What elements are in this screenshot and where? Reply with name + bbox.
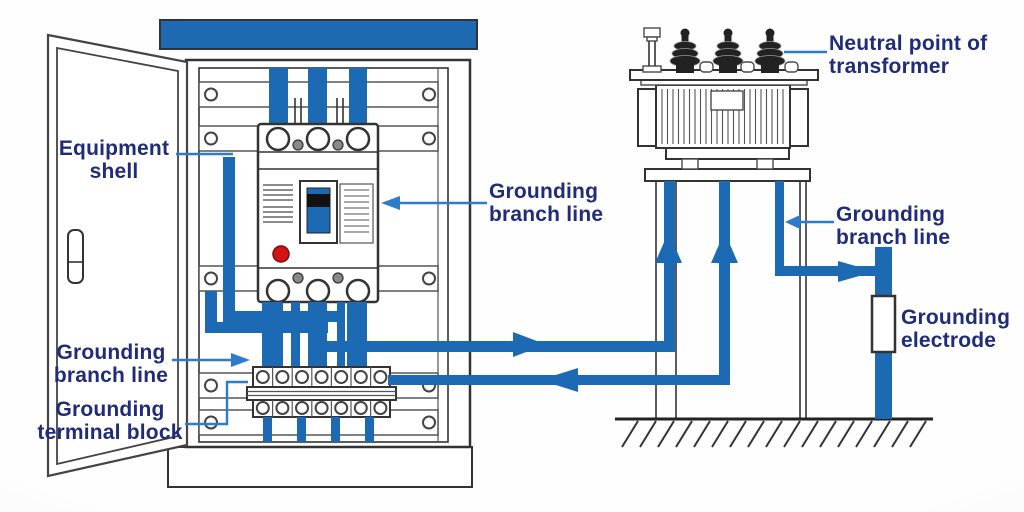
cabinet-base — [167, 446, 473, 488]
transformer-bushings — [669, 28, 786, 73]
screw-icon — [204, 271, 218, 286]
breaker-terminal — [265, 278, 291, 304]
callout-arrow-icon — [381, 196, 400, 210]
callout-arrow-icon — [231, 353, 250, 367]
screw-icon — [422, 271, 436, 286]
flow-arrow-left-icon — [540, 368, 578, 392]
radiator-left — [637, 88, 657, 147]
flow-arrow-up-icon — [655, 232, 682, 263]
circuit-breaker — [256, 122, 380, 304]
bushing-icon — [669, 28, 701, 73]
breaker-terminal — [265, 126, 291, 152]
label-grounding-branch-mid: Grounding branch line — [489, 180, 604, 226]
cabinet-top-cap — [159, 19, 478, 50]
flow-arrow-right-icon — [838, 261, 875, 282]
ground-hatching — [621, 420, 927, 448]
radiator-right — [789, 88, 809, 147]
label-equipment-shell: Equipment shell — [58, 137, 170, 183]
cabinet-door — [46, 33, 189, 478]
label-neutral-point: Neutral point of transformer — [829, 32, 988, 78]
transformer — [629, 27, 819, 170]
bushing-icon — [712, 28, 744, 73]
flow-arrow-up-icon — [711, 232, 738, 263]
screw-icon — [422, 415, 436, 430]
ground-symbol — [615, 417, 933, 448]
grounding-electrode-symbol — [870, 294, 897, 354]
shell-ground-wire — [223, 157, 235, 322]
breaker-terminal — [345, 126, 371, 152]
breaker-label-panel — [339, 183, 374, 244]
bushing-icon — [754, 28, 786, 73]
door-handle — [67, 229, 84, 284]
breaker-terminal — [305, 278, 331, 304]
screw-icon — [204, 131, 218, 146]
transformer-nameplate — [710, 90, 744, 111]
label-grounding-terminal-block: Grounding terminal block — [37, 398, 183, 444]
terminal-block-drop-wires — [263, 417, 374, 442]
grounding-terminal-block — [246, 366, 397, 418]
breaker-vents — [263, 184, 293, 223]
screw-icon — [204, 87, 218, 102]
callout-leaders — [172, 50, 834, 426]
vent-pipe — [642, 27, 662, 73]
screw-icon — [422, 131, 436, 146]
screw-icon — [422, 87, 436, 102]
breaker-terminal — [345, 278, 371, 304]
screw-icon — [204, 415, 218, 430]
label-grounding-electrode: Grounding electrode — [901, 306, 1011, 352]
busbars — [269, 68, 367, 128]
callout-arrow-icon — [785, 215, 800, 229]
label-grounding-branch-right: Grounding branch line — [836, 203, 951, 249]
breaker-terminal — [305, 126, 331, 152]
screw-icon — [204, 378, 218, 393]
label-grounding-branch-left: Grounding branch line — [53, 341, 169, 387]
breaker-switch — [299, 180, 338, 244]
red-indicator — [272, 245, 290, 263]
terminal-block-leader — [185, 380, 248, 426]
flow-arrow-right-icon — [513, 332, 546, 357]
